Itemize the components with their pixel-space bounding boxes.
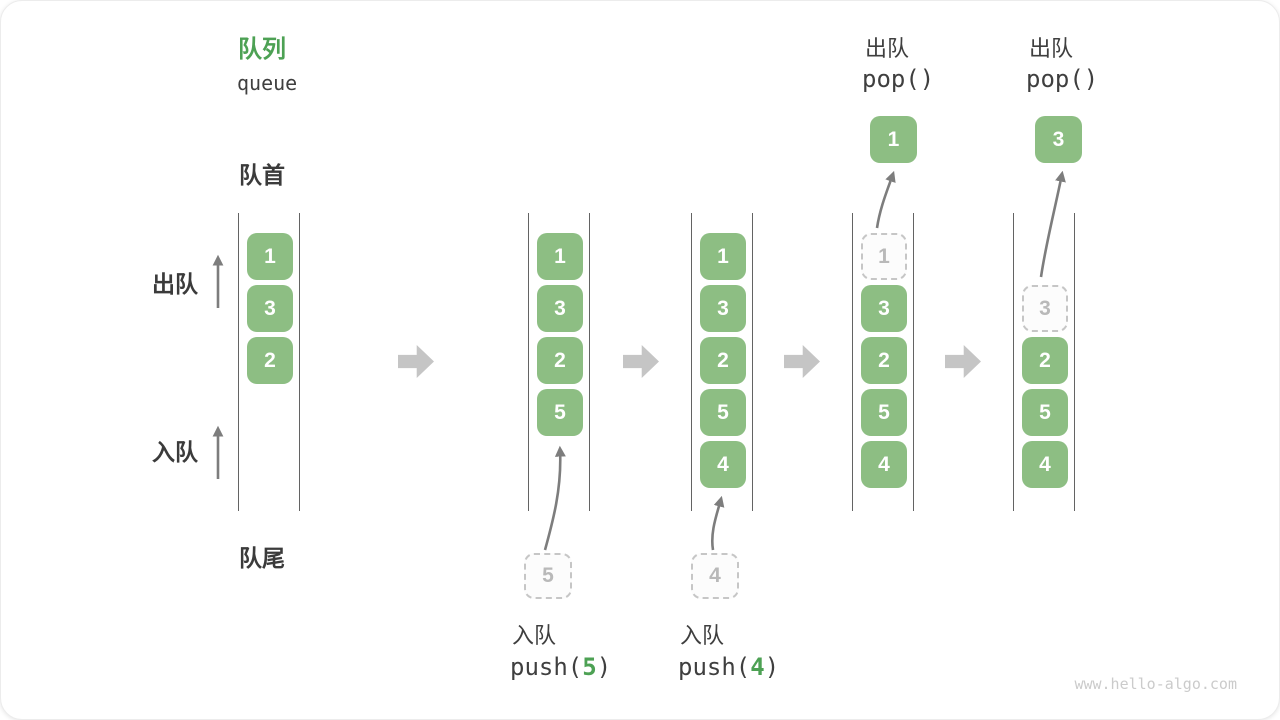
queue-item: 4 — [1022, 441, 1068, 488]
code-arg: 5 — [582, 653, 597, 681]
queue-item: 5 — [861, 389, 907, 436]
code-fn-open: push( — [678, 653, 751, 681]
queue-item: 5 — [537, 389, 583, 436]
popped-item: 1 — [870, 116, 917, 163]
transition-arrow-icon — [398, 345, 434, 378]
queue-front-label: 队首 — [239, 162, 285, 188]
watermark: www.hello-algo.com — [1074, 675, 1237, 693]
transition-arrow-icon — [623, 345, 659, 378]
page-title: 队列 — [238, 36, 286, 63]
queue-item: 5 — [1022, 389, 1068, 436]
dequeue-op-code: pop() — [862, 65, 935, 93]
dequeue-op-code: pop() — [1026, 65, 1099, 93]
code-fn-open: push( — [510, 653, 583, 681]
page-subtitle: queue — [237, 71, 298, 95]
queue-item: 4 — [700, 441, 746, 488]
queue-item: 2 — [247, 337, 293, 384]
queue-item: 1 — [700, 233, 746, 280]
queue-state-1: 1 3 2 — [238, 213, 300, 511]
queue-item: 2 — [537, 337, 583, 384]
queue-item: 1 — [537, 233, 583, 280]
queue-item: 3 — [247, 285, 293, 332]
queue-item: 2 — [700, 337, 746, 384]
enqueue-side-label: 入队 — [152, 439, 198, 465]
popped-item: 3 — [1035, 116, 1082, 163]
transition-arrow-icon — [784, 345, 820, 378]
queue-state-5: 3 2 5 4 — [1013, 213, 1075, 511]
code-fn-close: ) — [764, 653, 780, 681]
queue-rear-label: 队尾 — [239, 545, 285, 571]
queue-item: 1 — [247, 233, 293, 280]
enqueue-op-label: 入队 — [680, 623, 725, 648]
code-arg: 4 — [750, 653, 765, 681]
queue-item: 3 — [537, 285, 583, 332]
queue-state-3: 1 3 2 5 4 — [691, 213, 753, 511]
pending-enqueue-item: 4 — [691, 553, 739, 599]
queue-item: 2 — [1022, 337, 1068, 384]
pending-enqueue-item: 5 — [524, 553, 572, 599]
queue-item: 3 — [861, 285, 907, 332]
queue-item: 3 — [700, 285, 746, 332]
queue-item-ghost: 1 — [861, 233, 907, 280]
queue-item: 4 — [861, 441, 907, 488]
dequeue-op-label: 出队 — [865, 36, 910, 61]
queue-state-4: 1 3 2 5 4 — [852, 213, 914, 511]
queue-item-ghost: 3 — [1022, 285, 1068, 332]
dequeue-op-label: 出队 — [1029, 36, 1074, 61]
transition-arrow-icon — [945, 345, 981, 378]
queue-item: 2 — [861, 337, 907, 384]
queue-state-2: 1 3 2 5 — [528, 213, 590, 511]
dequeue-side-label: 出队 — [152, 271, 198, 297]
enqueue-op-code: push(5) — [510, 653, 611, 681]
queue-item: 5 — [700, 389, 746, 436]
code-fn-close: ) — [596, 653, 612, 681]
enqueue-op-label: 入队 — [512, 623, 557, 648]
enqueue-op-code: push(4) — [678, 653, 779, 681]
